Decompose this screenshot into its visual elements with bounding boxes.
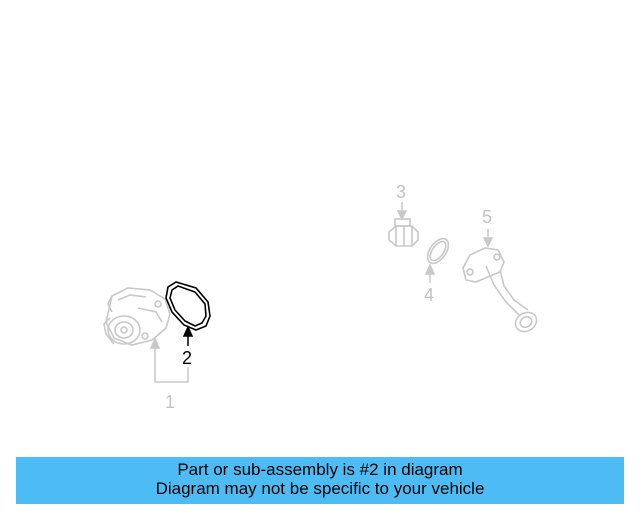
banner-line-part-number: Part or sub-assembly is #2 in diagram bbox=[177, 460, 463, 479]
gasket-part bbox=[165, 281, 211, 331]
callout-1-leader bbox=[149, 337, 189, 383]
plug-part bbox=[388, 218, 419, 247]
info-banner: Part or sub-assembly is #2 in diagram Di… bbox=[16, 457, 624, 504]
callout-number-1: 1 bbox=[165, 392, 176, 412]
callout-2-leader bbox=[182, 325, 194, 346]
callout-number-3: 3 bbox=[396, 182, 407, 202]
coolant-flange-part bbox=[462, 247, 538, 333]
seal-ring-part bbox=[426, 237, 450, 265]
water-pump-part bbox=[103, 287, 171, 346]
callout-number-5: 5 bbox=[482, 207, 493, 227]
callout-number-2: 2 bbox=[182, 348, 193, 368]
callout-number-4: 4 bbox=[424, 285, 435, 305]
callout-4-leader bbox=[424, 263, 436, 283]
banner-line-disclaimer: Diagram may not be specific to your vehi… bbox=[155, 479, 485, 498]
callout-5-leader bbox=[482, 229, 494, 248]
callout-3-leader bbox=[396, 202, 408, 221]
